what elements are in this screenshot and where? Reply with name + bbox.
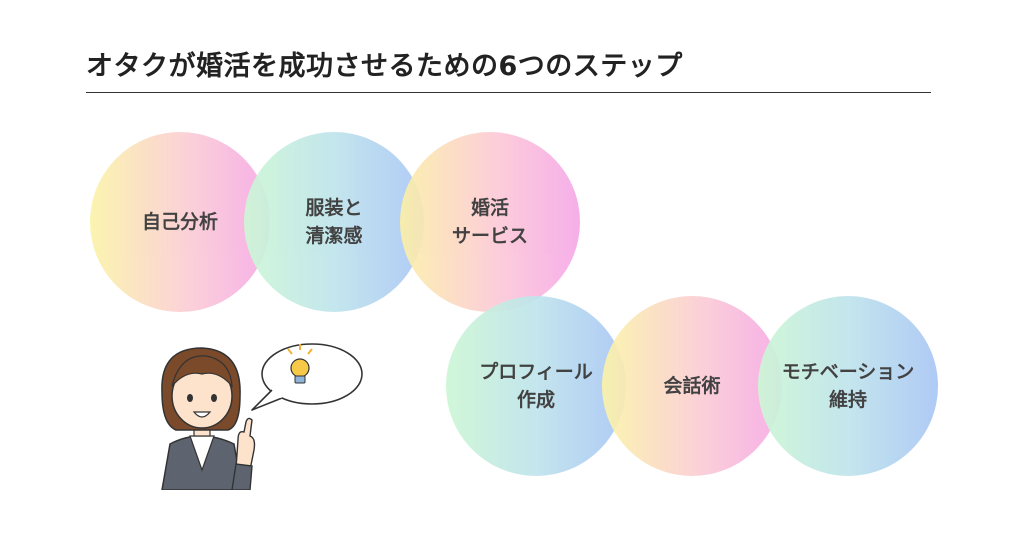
lightbulb-icon — [287, 344, 313, 384]
step-circle-5: 会話術 — [602, 296, 782, 476]
step-label-5: 会話術 — [663, 374, 721, 397]
step-label-2: 服装と 清潔感 — [305, 196, 363, 248]
step-label-3: 婚活 サービス — [451, 196, 528, 248]
step-circle-3: 婚活 サービス — [400, 132, 580, 312]
step-label-4: プロフィール 作成 — [479, 360, 593, 412]
step-circle-2: 服装と 清潔感 — [244, 132, 424, 312]
step-circle-6: モチベーション 維持 — [758, 296, 938, 476]
step-circle-1: 自己分析 — [90, 132, 270, 312]
person-illustration — [161, 343, 363, 490]
speech-bubble-icon — [251, 343, 363, 411]
title-divider — [86, 92, 931, 93]
step-label-1: 自己分析 — [141, 210, 218, 233]
step-circle-4: プロフィール 作成 — [446, 296, 626, 476]
step-label-6: モチベーション 維持 — [781, 360, 915, 412]
page-title: オタクが婚活を成功させるための6つのステップ — [86, 51, 683, 82]
